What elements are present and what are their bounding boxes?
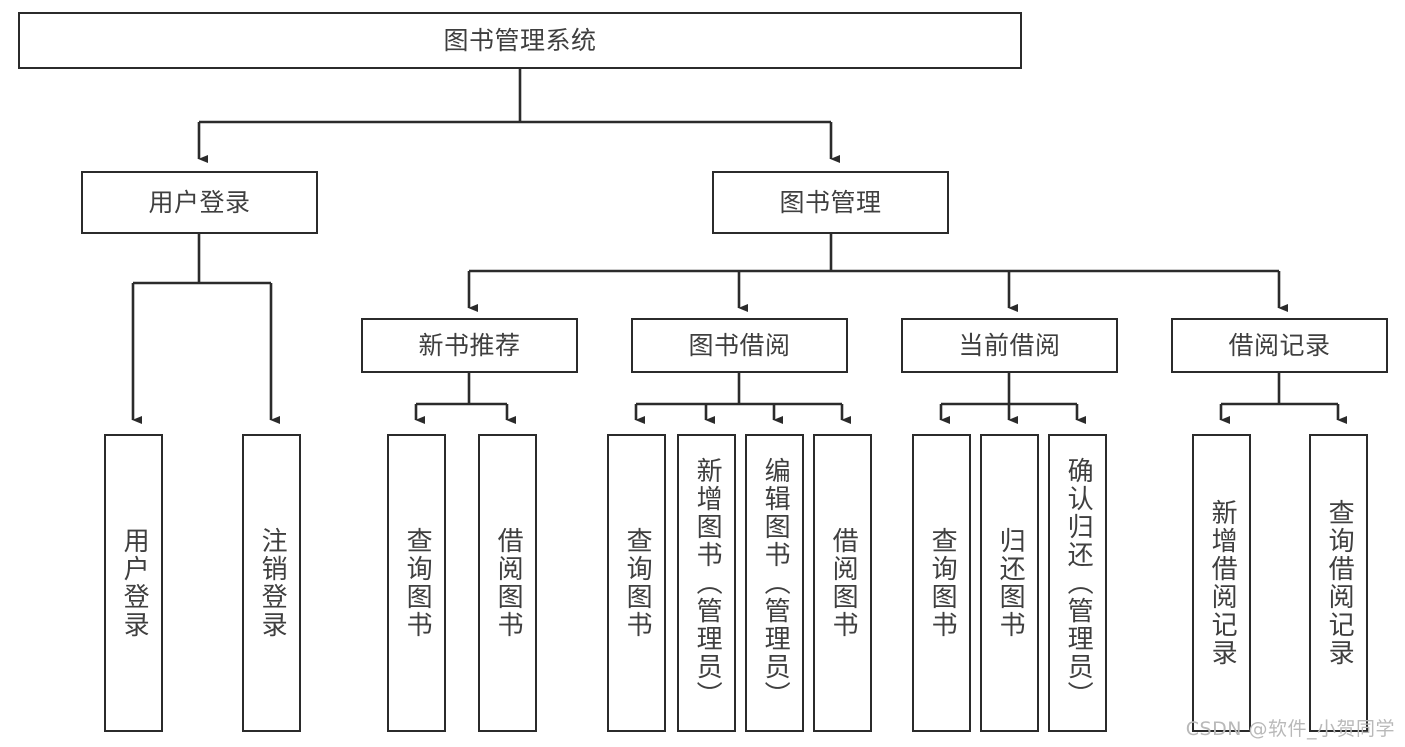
leaf-query-books-borrow[interactable]: 查询图书	[607, 434, 666, 732]
leaf-user-login[interactable]: 用户登录	[104, 434, 163, 732]
node-label: 新增借阅记录	[1207, 499, 1238, 667]
node-label: 用户登录	[148, 187, 251, 217]
node-label: 编辑图书（管理员）	[760, 457, 791, 709]
leaf-logout[interactable]: 注销登录	[242, 434, 301, 732]
node-label: 归还图书	[995, 527, 1026, 639]
node-current-borrow[interactable]: 当前借阅	[901, 318, 1118, 373]
node-root-system[interactable]: 图书管理系统	[18, 12, 1022, 69]
leaf-borrow-books[interactable]: 借阅图书	[813, 434, 872, 732]
watermark-text: CSDN @软件_小贺同学	[1185, 718, 1395, 740]
node-label: 查询图书	[622, 527, 653, 639]
node-label: 查询图书	[927, 527, 958, 639]
leaf-return-books[interactable]: 归还图书	[980, 434, 1039, 732]
node-label: 当前借阅	[958, 330, 1061, 360]
node-label: 图书借阅	[688, 330, 791, 360]
leaf-query-borrow-record[interactable]: 查询借阅记录	[1309, 434, 1368, 732]
leaf-add-book-admin[interactable]: 新增图书（管理员）	[677, 434, 736, 732]
node-book-borrow[interactable]: 图书借阅	[631, 318, 848, 373]
node-book-management[interactable]: 图书管理	[712, 171, 949, 234]
node-label: 图书管理	[779, 187, 882, 217]
node-label: 用户登录	[119, 527, 150, 639]
node-label: 查询借阅记录	[1324, 499, 1355, 667]
node-new-book-recommend[interactable]: 新书推荐	[361, 318, 578, 373]
leaf-borrow-books-recommend[interactable]: 借阅图书	[478, 434, 537, 732]
node-label: 图书管理系统	[443, 25, 597, 55]
leaf-query-books-recommend[interactable]: 查询图书	[387, 434, 446, 732]
node-label: 新增图书（管理员）	[692, 457, 723, 709]
node-label: 查询图书	[402, 527, 433, 639]
node-label: 新书推荐	[418, 330, 521, 360]
leaf-query-books-current[interactable]: 查询图书	[912, 434, 971, 732]
node-label: 借阅记录	[1228, 330, 1331, 360]
node-borrow-records[interactable]: 借阅记录	[1171, 318, 1388, 373]
leaf-add-borrow-record[interactable]: 新增借阅记录	[1192, 434, 1251, 732]
node-user-login[interactable]: 用户登录	[81, 171, 318, 234]
node-label: 确认归还（管理员）	[1063, 457, 1094, 709]
node-label: 注销登录	[257, 527, 288, 639]
node-label: 借阅图书	[493, 527, 524, 639]
node-label: 借阅图书	[828, 527, 859, 639]
leaf-edit-book-admin[interactable]: 编辑图书（管理员）	[745, 434, 804, 732]
leaf-confirm-return-admin[interactable]: 确认归还（管理员）	[1048, 434, 1107, 732]
